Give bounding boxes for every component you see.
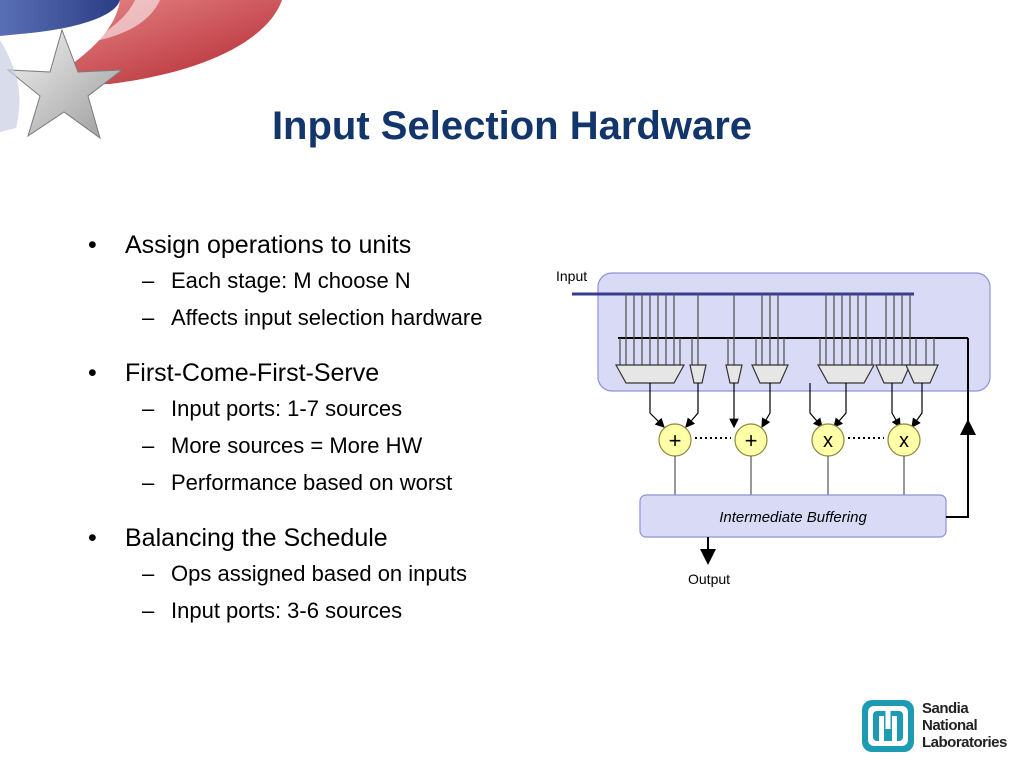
bullet-text: First-Come-First-Serve bbox=[125, 359, 380, 387]
sub-bullet-item: –Input ports: 3-6 sources bbox=[142, 598, 403, 623]
mux-wide bbox=[816, 364, 876, 384]
selection-region bbox=[597, 272, 991, 392]
mux-medium bbox=[875, 364, 911, 384]
sub-bullet-text: Input ports: 1-7 sources bbox=[171, 396, 403, 421]
sub-bullet-item: –Input ports: 1-7 sources bbox=[142, 396, 403, 421]
bullet-item: •Balancing the Schedule bbox=[88, 524, 388, 552]
mux-wide bbox=[614, 364, 686, 384]
mux-medium bbox=[905, 364, 939, 384]
sub-bullet-item: –Performance based on worst bbox=[142, 470, 453, 495]
functional-units: + + x x bbox=[658, 423, 921, 457]
flag-star-decoration bbox=[0, 0, 282, 140]
mux-narrow bbox=[725, 364, 743, 384]
bullet-text: Assign operations to units bbox=[125, 231, 412, 259]
multiplexers bbox=[614, 364, 939, 384]
sub-bullet-text: Performance based on worst bbox=[171, 470, 453, 495]
sub-bullet-text: Input ports: 3-6 sources bbox=[171, 598, 403, 623]
bullet-item: •Assign operations to units bbox=[88, 231, 412, 259]
buffer-label: Intermediate Buffering bbox=[719, 509, 867, 526]
mux-narrow bbox=[689, 364, 707, 384]
bullet-list: •Assign operations to units –Each stage:… bbox=[88, 228, 548, 629]
input-selection-diagram: Input bbox=[556, 268, 991, 587]
output-label: Output bbox=[688, 571, 730, 587]
sub-bullet-item: –Ops assigned based on inputs bbox=[142, 561, 467, 586]
sandia-logo-text: Sandia National Laboratories bbox=[922, 700, 1007, 751]
unit-op-label: + bbox=[669, 428, 682, 453]
sandia-logo-icon bbox=[862, 700, 914, 752]
unit-op-label: x bbox=[823, 430, 833, 452]
sub-bullet-text: Each stage: M choose N bbox=[171, 268, 411, 293]
input-label: Input bbox=[556, 268, 587, 284]
unit-output-lines bbox=[674, 456, 905, 495]
sub-bullet-item: –More sources = More HW bbox=[142, 433, 423, 458]
sub-bullet-text: Affects input selection hardware bbox=[171, 305, 483, 330]
input-taps bbox=[625, 294, 911, 365]
sub-bullet-text: Ops assigned based on inputs bbox=[171, 561, 467, 586]
feedback-path bbox=[946, 419, 976, 518]
slide-title: Input Selection Hardware bbox=[271, 104, 753, 148]
feedback-taps bbox=[619, 338, 935, 365]
sub-bullet-item: –Affects input selection hardware bbox=[142, 305, 483, 330]
sub-bullet-item: –Each stage: M choose N bbox=[142, 268, 411, 293]
bullet-item: •First-Come-First-Serve bbox=[88, 359, 380, 387]
mux-medium bbox=[751, 364, 789, 384]
sub-bullet-text: More sources = More HW bbox=[171, 433, 423, 458]
mux-to-unit-arrows bbox=[649, 383, 923, 429]
bullet-text: Balancing the Schedule bbox=[125, 524, 388, 552]
unit-op-label: x bbox=[899, 430, 909, 452]
unit-op-label: + bbox=[745, 428, 758, 453]
